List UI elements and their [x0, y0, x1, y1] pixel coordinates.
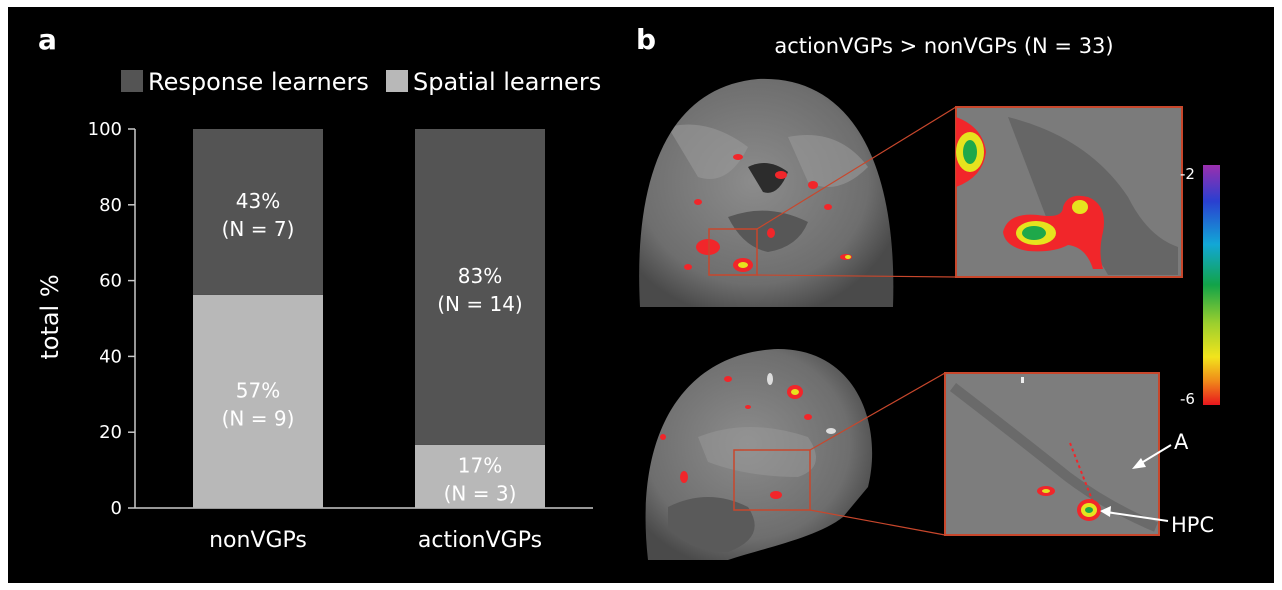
colorbar-top-label: -2 — [1180, 165, 1195, 183]
coronal-zoom-image — [955, 106, 1183, 278]
sagittal-brain-image — [645, 349, 873, 560]
figure-panel: a b Response learners Spatial learners 0… — [8, 7, 1274, 583]
panel-b-title: actionVGPs > nonVGPs (N = 33) — [774, 34, 1113, 58]
y-tick-label-3: 60 — [99, 271, 122, 292]
y-ticks: 0 20 40 60 80 100 — [88, 119, 135, 519]
panel-b-letter: b — [636, 23, 656, 56]
legend-swatch-spatial — [386, 70, 408, 92]
zoom-connector-top-1 — [756, 106, 957, 230]
bar-label-n-nonVGPs-spatial: (N = 9) — [222, 406, 295, 430]
bars-group: 57% (N = 9) 43% (N = 7) 17% (N = 3) 83% (N = 14… — [193, 129, 545, 508]
zoom-connector-top-2 — [756, 274, 957, 278]
y-axis-label: total % — [36, 274, 64, 359]
zoom-connector-bottom-2 — [809, 509, 946, 536]
panel-a-letter: a — [38, 23, 57, 56]
arrow-hpc — [1100, 506, 1169, 522]
annotation-hpc: HPC — [1171, 513, 1214, 537]
bar-label-n-actionVGPs-response: (N = 14) — [437, 292, 523, 316]
legend-label-response: Response learners — [148, 68, 369, 96]
y-tick-label-0: 0 — [111, 498, 122, 519]
bar-label-pct-nonVGPs-response: 43% — [236, 189, 280, 213]
y-tick-label-4: 80 — [99, 195, 122, 216]
bar-actionVGPs-spatial — [415, 444, 545, 508]
arrow-a — [1132, 444, 1172, 469]
y-tick-label-1: 20 — [99, 422, 122, 443]
legend-label-spatial: Spatial learners — [413, 68, 601, 96]
colorbar-bottom-label: -6 — [1180, 390, 1195, 408]
figure-svg: a b Response learners Spatial learners 0… — [36, 23, 1220, 560]
x-category-actionvgps: actionVGPs — [418, 528, 542, 553]
bar-label-pct-actionVGPs-response: 83% — [458, 264, 502, 288]
bar-nonVGPs-spatial — [193, 294, 323, 508]
bar-label-pct-actionVGPs-spatial: 17% — [458, 453, 502, 477]
sagittal-zoom-image — [944, 372, 1160, 536]
y-tick-label-5: 100 — [88, 119, 122, 140]
bar-nonVGPs-response — [193, 129, 323, 295]
colorbar — [1203, 165, 1220, 405]
annotation-a: A — [1174, 430, 1189, 454]
bar-label-n-nonVGPs-response: (N = 7) — [222, 217, 295, 241]
zoom-connector-bottom-1 — [809, 372, 946, 451]
bar-label-n-actionVGPs-spatial: (N = 3) — [444, 481, 517, 505]
y-tick-label-2: 40 — [99, 346, 122, 367]
bar-label-pct-nonVGPs-spatial: 57% — [236, 378, 280, 402]
coronal-brain-image — [639, 78, 894, 308]
x-category-nonvgps: nonVGPs — [209, 528, 307, 553]
legend-swatch-response — [121, 70, 143, 92]
bar-actionVGPs-response — [415, 129, 545, 445]
